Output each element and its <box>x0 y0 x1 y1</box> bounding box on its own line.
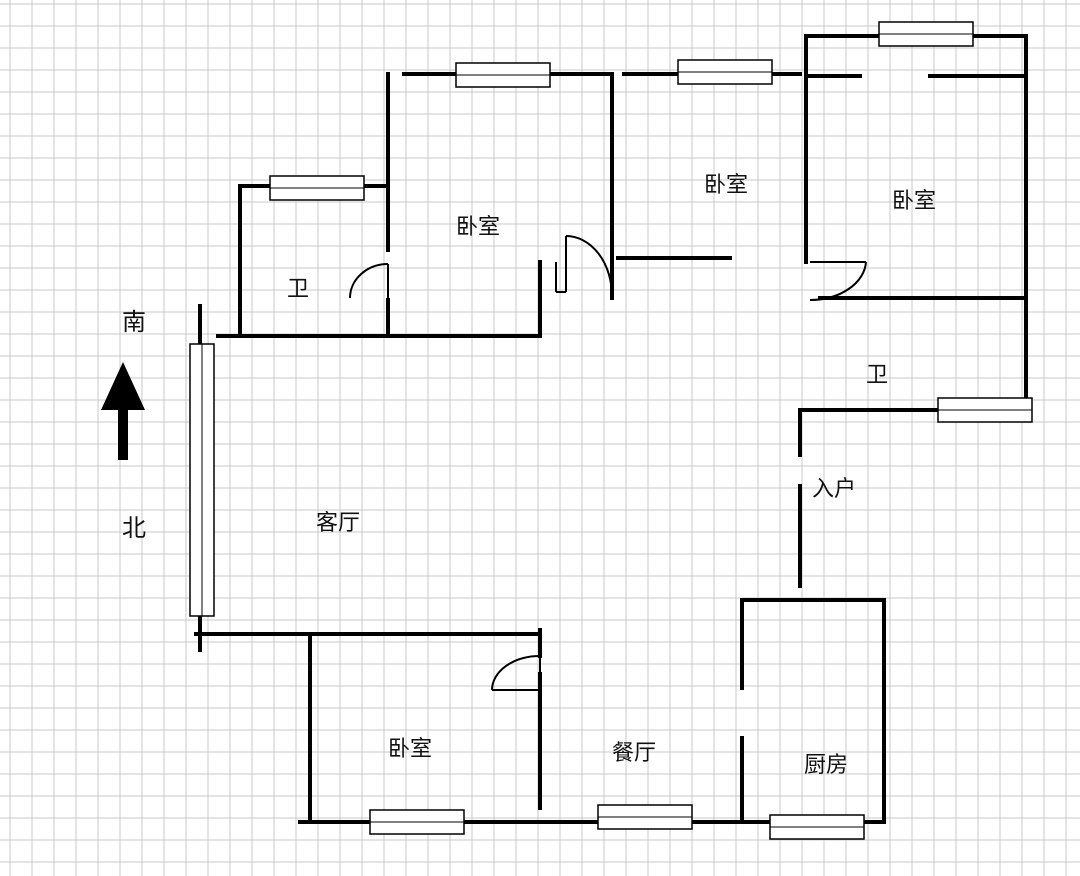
window-bedroom-top-left <box>455 62 551 88</box>
walls <box>194 34 1028 824</box>
window-bathroom-left <box>269 175 365 201</box>
door-bedroom-top-right <box>809 261 867 302</box>
label-entrance: 入户 <box>812 477 856 502</box>
door-bedroom-bottom <box>491 655 541 691</box>
window-bathroom-right <box>937 397 1033 423</box>
room-labels: 卧室 卧室 卧室 卫 卫 客厅 入户 卧室 餐厅 厨房 <box>287 173 936 778</box>
window-bedroom-bottom <box>369 809 465 835</box>
window-living-room <box>189 343 215 617</box>
label-dining-room: 餐厅 <box>612 741 656 766</box>
window-bedroom-top-right <box>878 21 974 47</box>
label-bedroom-top-left: 卧室 <box>456 215 500 240</box>
compass-north-label: 北 <box>122 514 146 542</box>
label-living-room: 客厅 <box>316 511 360 536</box>
doors <box>349 235 867 691</box>
label-bedroom-bottom: 卧室 <box>388 737 432 762</box>
label-kitchen: 厨房 <box>804 753 848 778</box>
label-bedroom-top-middle: 卧室 <box>704 173 748 198</box>
window-bedroom-top-middle <box>677 59 773 85</box>
compass-south-label: 南 <box>122 308 146 336</box>
label-bathroom-right: 卫 <box>866 363 888 388</box>
compass: 南 北 <box>101 308 146 542</box>
label-bedroom-top-right: 卧室 <box>892 189 936 214</box>
windows <box>189 21 1033 840</box>
north-arrow-icon <box>101 362 145 460</box>
window-kitchen <box>769 814 865 840</box>
window-dining-room <box>597 804 693 830</box>
door-bathroom-left <box>349 263 389 299</box>
label-bathroom-left: 卫 <box>287 277 309 302</box>
door-bedroom-top-left <box>555 235 613 297</box>
